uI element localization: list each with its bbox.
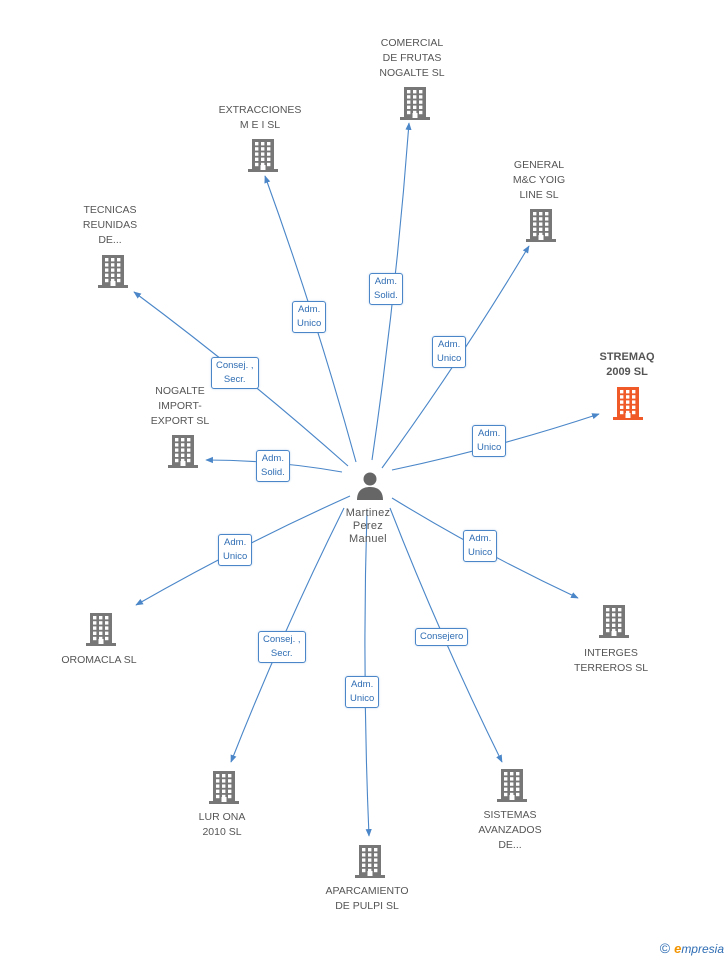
- relation-label-comercial[interactable]: Adm. Solid.: [369, 273, 403, 305]
- company-label-general[interactable]: GENERAL M&C YOIG LINE SL: [512, 159, 566, 201]
- relation-label-general[interactable]: Adm. Unico: [432, 336, 467, 368]
- person-node[interactable]: [354, 470, 386, 502]
- relation-label-interges[interactable]: Adm. Unico: [463, 530, 498, 562]
- copyright-symbol: ©: [659, 940, 671, 956]
- relation-label-lurona[interactable]: Consej. , Secr.: [258, 631, 306, 663]
- company-label-tecnicas[interactable]: TECNICAS REUNIDAS DE...: [82, 204, 138, 246]
- company-label-aparcamiento[interactable]: APARCAMIENTO DE PULPI SL: [325, 885, 409, 912]
- footer-brand: ©empresia: [660, 940, 724, 956]
- company-label-comercial[interactable]: COMERCIAL DE FRUTAS NOGALTE SL: [379, 37, 445, 79]
- building-icon[interactable]: [84, 612, 118, 646]
- relation-edge-aparcamiento: [364, 509, 372, 837]
- building-icon[interactable]: [207, 770, 241, 804]
- company-label-nogalte[interactable]: NOGALTE IMPORT- EXPORT SL: [150, 385, 210, 427]
- building-icon[interactable]: [597, 604, 631, 638]
- company-label-interges[interactable]: INTERGES TERREROS SL: [573, 647, 649, 674]
- company-label-extracciones[interactable]: EXTRACCIONES M E I SL: [218, 104, 302, 131]
- relation-label-oromacla[interactable]: Adm. Unico: [218, 534, 253, 566]
- person-name[interactable]: Martinez Perez Manuel: [345, 507, 391, 545]
- building-icon[interactable]: [611, 386, 645, 420]
- building-icon[interactable]: [495, 768, 529, 802]
- building-icon[interactable]: [96, 254, 130, 288]
- building-icon[interactable]: [524, 208, 558, 242]
- brand-name: mpresia: [681, 942, 724, 956]
- company-label-lurona[interactable]: LUR ONA 2010 SL: [198, 811, 246, 838]
- company-label-oromacla[interactable]: OROMACLA SL: [61, 654, 137, 666]
- company-label-sistemas[interactable]: SISTEMAS AVANZADOS DE...: [478, 809, 542, 851]
- relation-label-aparcamiento[interactable]: Adm. Unico: [345, 676, 380, 708]
- brand-initial: e: [674, 941, 682, 956]
- relation-label-stremaq[interactable]: Adm. Unico: [472, 425, 507, 457]
- building-icon[interactable]: [398, 86, 432, 120]
- relation-label-tecnicas[interactable]: Consej. , Secr.: [211, 357, 259, 389]
- building-icon[interactable]: [353, 844, 387, 878]
- company-label-stremaq[interactable]: STREMAQ 2009 SL: [599, 351, 655, 378]
- relation-label-extracciones[interactable]: Adm. Unico: [292, 301, 327, 333]
- person-icon: [357, 472, 383, 500]
- relation-label-sistemas[interactable]: Consejero: [415, 628, 469, 646]
- building-icon[interactable]: [166, 434, 200, 468]
- building-icon[interactable]: [246, 138, 280, 172]
- relation-label-nogalte[interactable]: Adm. Solid.: [256, 450, 290, 482]
